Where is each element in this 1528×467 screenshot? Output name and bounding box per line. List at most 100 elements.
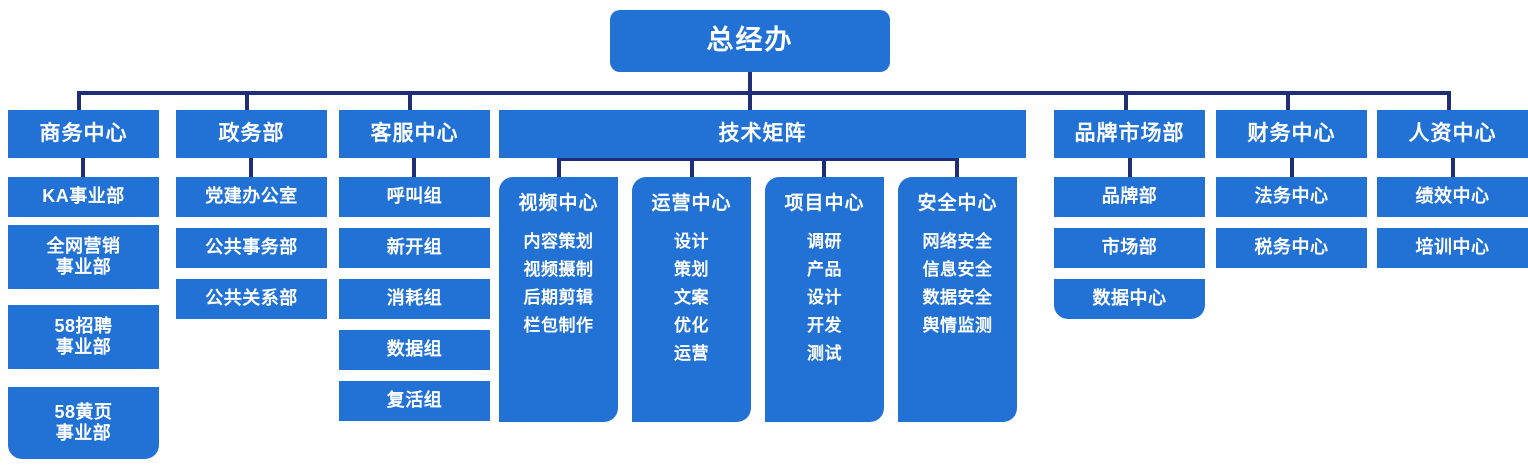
node-leaf-consumption-group[interactable]: 消耗组 xyxy=(339,279,490,319)
group-item-list: 内容策划 视频摄制 后期剪辑 栏包制作 xyxy=(524,229,594,338)
group-item: 文案 xyxy=(674,288,709,308)
node-label: 商务中心 xyxy=(39,121,128,145)
group-item: 后期剪辑 xyxy=(523,288,594,308)
node-label: 绩效中心 xyxy=(1415,186,1490,207)
connector-finance-center-children xyxy=(1290,158,1294,177)
node-dept-hr-center[interactable]: 人资中心 xyxy=(1377,110,1528,158)
connector-drop-business-center xyxy=(77,91,81,110)
group-item: 内容策划 xyxy=(523,232,594,252)
connector-drop-technology-matrix xyxy=(748,91,752,110)
node-leaf-training-center[interactable]: 培训中心 xyxy=(1377,228,1528,268)
group-title: 视频中心 xyxy=(518,193,599,214)
node-label: 法务中心 xyxy=(1254,186,1329,207)
node-leaf-marketing-dept[interactable]: 市场部 xyxy=(1054,228,1205,268)
node-group-project-center[interactable]: 项目中心 调研 产品 设计 开发 测试 xyxy=(765,177,884,422)
node-leaf-public-relations-dept[interactable]: 公共关系部 xyxy=(176,279,327,319)
connector-hr-center-children xyxy=(1451,158,1455,177)
node-dept-brand-marketing[interactable]: 品牌市场部 xyxy=(1054,110,1205,158)
node-label: 财务中心 xyxy=(1247,121,1336,145)
group-item: 信息安全 xyxy=(922,260,993,280)
connector-drop-security-center xyxy=(955,158,959,177)
node-label: 58招聘 事业部 xyxy=(54,315,113,357)
node-label: 公共事务部 xyxy=(205,237,298,258)
connector-drop-finance-center xyxy=(1286,91,1290,110)
connector-drop-brand-marketing xyxy=(1124,91,1128,110)
node-leaf-brand-dept[interactable]: 品牌部 xyxy=(1054,177,1205,217)
connector-root-stem xyxy=(748,72,752,91)
connector-drop-government-affairs xyxy=(245,91,249,110)
group-item: 视频摄制 xyxy=(523,260,594,280)
node-label: 品牌部 xyxy=(1101,186,1158,207)
node-label: 复活组 xyxy=(386,390,443,411)
connector-main-bus xyxy=(77,91,1451,95)
node-label: 消耗组 xyxy=(386,288,443,309)
node-label: 党建办公室 xyxy=(205,186,298,207)
node-leaf-performance-center[interactable]: 绩效中心 xyxy=(1377,177,1528,217)
node-leaf-data-center[interactable]: 数据中心 xyxy=(1054,279,1205,319)
node-group-operations-center[interactable]: 运营中心 设计 策划 文案 优化 运营 xyxy=(632,177,751,422)
connector-drop-customer-service-center xyxy=(408,91,412,110)
connector-technology-matrix-bus xyxy=(558,158,958,161)
node-leaf-full-network-marketing-division[interactable]: 全网营销 事业部 xyxy=(8,225,159,289)
group-item: 网络安全 xyxy=(922,232,993,252)
node-dept-business-center[interactable]: 商务中心 xyxy=(8,110,159,158)
node-label: 客服中心 xyxy=(370,121,459,145)
node-label: 政务部 xyxy=(218,121,285,145)
connector-customer-service-children xyxy=(412,158,416,177)
connector-government-affairs-children xyxy=(249,158,253,177)
group-item: 舆情监测 xyxy=(922,315,993,335)
node-label: 58黄页 事业部 xyxy=(54,401,113,443)
node-leaf-legal-center[interactable]: 法务中心 xyxy=(1216,177,1367,217)
node-dept-finance-center[interactable]: 财务中心 xyxy=(1216,110,1367,158)
node-label: 税务中心 xyxy=(1254,237,1329,258)
group-title: 项目中心 xyxy=(784,193,865,214)
group-item: 调研 xyxy=(807,232,842,252)
node-label: 市场部 xyxy=(1101,237,1158,258)
connector-drop-operations-center xyxy=(690,158,694,177)
connector-drop-video-center xyxy=(557,158,561,177)
connector-business-center-children xyxy=(81,158,85,177)
group-item: 数据安全 xyxy=(922,288,993,308)
node-leaf-ka-division[interactable]: KA事业部 xyxy=(8,177,159,217)
node-dept-customer-service-center[interactable]: 客服中心 xyxy=(339,110,490,158)
node-dept-technology-matrix[interactable]: 技术矩阵 xyxy=(499,110,1026,158)
group-item: 设计 xyxy=(674,232,709,252)
node-label: 品牌市场部 xyxy=(1074,121,1185,145)
group-title: 运营中心 xyxy=(651,193,732,214)
connector-drop-project-center xyxy=(822,158,826,177)
node-label: KA事业部 xyxy=(42,186,125,207)
group-item-list: 调研 产品 设计 开发 测试 xyxy=(807,229,842,366)
group-item-list: 设计 策划 文案 优化 运营 xyxy=(674,229,709,366)
node-label: 培训中心 xyxy=(1415,237,1490,258)
group-item: 开发 xyxy=(807,315,842,335)
node-group-security-center[interactable]: 安全中心 网络安全 信息安全 数据安全 舆情监测 xyxy=(898,177,1017,422)
node-root-general-manager-office[interactable]: 总经办 xyxy=(610,10,890,72)
group-item: 策划 xyxy=(674,260,709,280)
node-leaf-party-building-office[interactable]: 党建办公室 xyxy=(176,177,327,217)
node-leaf-data-group[interactable]: 数据组 xyxy=(339,330,490,370)
node-label: 数据中心 xyxy=(1092,288,1167,309)
node-label: 数据组 xyxy=(386,339,443,360)
node-leaf-tax-center[interactable]: 税务中心 xyxy=(1216,228,1367,268)
group-title: 安全中心 xyxy=(917,193,998,214)
node-dept-government-affairs[interactable]: 政务部 xyxy=(176,110,327,158)
group-item-list: 网络安全 信息安全 数据安全 舆情监测 xyxy=(923,229,993,338)
node-label: 呼叫组 xyxy=(386,186,443,207)
group-item: 优化 xyxy=(674,315,709,335)
connector-drop-hr-center xyxy=(1447,91,1451,110)
group-item: 产品 xyxy=(807,260,842,280)
group-item: 栏包制作 xyxy=(523,315,594,335)
node-label: 技术矩阵 xyxy=(718,121,807,145)
node-leaf-revival-group[interactable]: 复活组 xyxy=(339,381,490,421)
node-label: 新开组 xyxy=(386,237,443,258)
group-item: 运营 xyxy=(674,343,709,363)
node-leaf-public-affairs-dept[interactable]: 公共事务部 xyxy=(176,228,327,268)
node-leaf-58-yellowpages-division[interactable]: 58黄页 事业部 xyxy=(8,387,159,459)
node-label: 全网营销 事业部 xyxy=(46,235,121,277)
node-leaf-call-group[interactable]: 呼叫组 xyxy=(339,177,490,217)
node-leaf-58-recruitment-division[interactable]: 58招聘 事业部 xyxy=(8,305,159,369)
node-label: 总经办 xyxy=(706,25,794,56)
node-group-video-center[interactable]: 视频中心 内容策划 视频摄制 后期剪辑 栏包制作 xyxy=(499,177,618,422)
node-leaf-new-open-group[interactable]: 新开组 xyxy=(339,228,490,268)
